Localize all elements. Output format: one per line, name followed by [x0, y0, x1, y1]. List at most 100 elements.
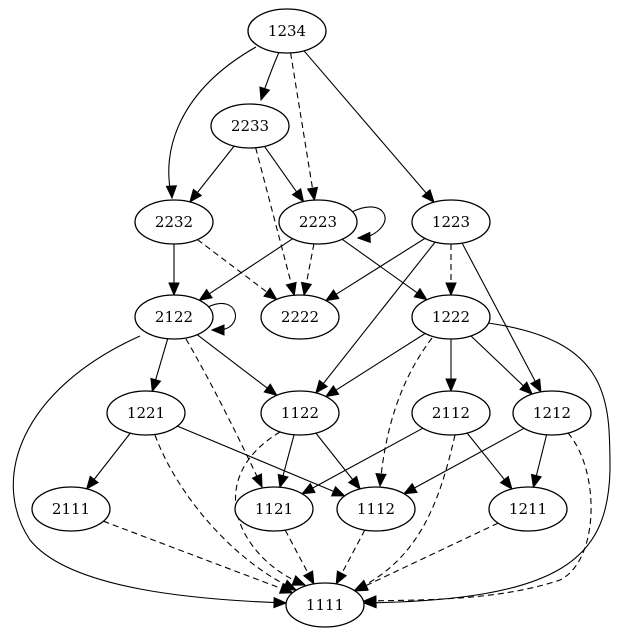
arrowhead	[302, 570, 315, 586]
arrowhead	[189, 188, 203, 203]
edge-1234-to-1223	[303, 50, 435, 204]
svg-text:1234: 1234	[268, 22, 306, 40]
arrowhead	[519, 381, 534, 396]
svg-text:2222: 2222	[281, 308, 319, 326]
edge-1222-to-1212	[470, 335, 534, 396]
edge-line	[207, 238, 294, 296]
edge-2223-to-2223	[351, 206, 386, 244]
edge-line	[207, 302, 237, 331]
svg-text:1222: 1222	[432, 308, 470, 326]
edge-line	[303, 50, 428, 195]
edge-2122-to-2122	[207, 302, 237, 336]
edge-line	[154, 434, 297, 591]
node-1111: 1111	[285, 582, 365, 628]
svg-text:2112: 2112	[432, 404, 470, 422]
node-2232: 2232	[134, 199, 214, 245]
node-1112: 1112	[336, 486, 416, 532]
node-2122: 2122	[134, 294, 214, 340]
edge-line	[290, 52, 314, 191]
edge-line	[340, 529, 366, 576]
svg-text:2232: 2232	[155, 213, 193, 231]
edge-2111-to-1111	[103, 520, 294, 594]
edge-line	[310, 427, 424, 490]
edge-line	[154, 338, 169, 382]
nodes-layer: 1234 2233 2232 2223 1223 2122 2222 1222 …	[31, 8, 592, 628]
edge-1234-to-2223	[290, 52, 319, 202]
edge-1222-to-1111	[362, 322, 611, 609]
edge-line	[103, 520, 284, 590]
arrowhead	[362, 595, 377, 607]
edge-line	[535, 434, 548, 478]
arrowhead	[291, 188, 305, 203]
edge-1121-to-1111	[284, 529, 315, 586]
arrowhead	[277, 473, 289, 489]
edge-1223-to-1212	[461, 242, 542, 394]
arrowhead	[278, 582, 294, 594]
arrowhead	[402, 482, 418, 495]
arrowhead	[499, 475, 513, 491]
edge-line	[334, 333, 426, 392]
edge-1223-to-1222	[445, 244, 457, 297]
edge-1222-to-1112	[375, 337, 433, 488]
arrowhead	[165, 185, 178, 200]
node-1212: 1212	[512, 390, 592, 436]
node-2233: 2233	[210, 103, 290, 149]
edge-line	[305, 243, 315, 286]
edge-2112-to-1121	[300, 427, 424, 495]
edge-1122-to-1121	[277, 434, 295, 489]
edge-line	[168, 46, 257, 199]
arrowhead	[335, 570, 348, 586]
arrowhead	[300, 482, 316, 495]
edge-2122-to-1111	[12, 335, 288, 609]
edge-1112-to-1111	[335, 529, 366, 586]
edge-line	[281, 434, 295, 478]
edge-line	[363, 522, 499, 588]
edges-layer	[12, 46, 611, 609]
edge-2112-to-1211	[466, 432, 513, 491]
edge-line	[412, 427, 525, 490]
edge-line	[315, 432, 355, 482]
edge-2233-to-2223	[264, 146, 305, 203]
arrowhead	[263, 287, 278, 301]
edge-1223-to-1122	[315, 241, 436, 394]
edge-1211-to-1111	[353, 522, 499, 592]
edge-1223-to-2222	[324, 237, 426, 302]
svg-text:1223: 1223	[432, 213, 470, 231]
edge-line	[461, 242, 537, 384]
edge-line	[195, 145, 235, 195]
edge-line	[466, 432, 507, 482]
svg-text:1112: 1112	[357, 500, 395, 518]
edge-1221-to-2111	[85, 432, 131, 490]
svg-text:2233: 2233	[231, 117, 269, 135]
svg-text:2223: 2223	[299, 213, 337, 231]
edge-line	[185, 338, 263, 488]
node-2111: 2111	[31, 486, 111, 532]
node-1234: 1234	[247, 8, 327, 54]
edge-line	[363, 432, 592, 602]
arrowhead	[300, 281, 313, 297]
arrowhead	[445, 282, 457, 297]
arrowhead	[273, 596, 288, 609]
edge-line	[264, 146, 299, 194]
edge-line	[470, 335, 526, 388]
node-2112: 2112	[411, 390, 491, 436]
edge-2122-to-1121	[185, 338, 263, 489]
edge-line	[354, 434, 456, 591]
arrowhead	[529, 378, 542, 394]
node-1211: 1211	[488, 486, 568, 532]
edge-1222-to-1122	[324, 333, 426, 398]
node-1223: 1223	[411, 199, 491, 245]
arrowhead	[259, 86, 271, 102]
edge-line	[92, 432, 131, 482]
edge-line	[196, 334, 270, 390]
arrowhead	[356, 231, 371, 244]
edge-1212-to-1111	[362, 432, 592, 607]
edge-line	[255, 147, 293, 286]
arrowhead	[150, 377, 162, 393]
svg-text:1111: 1111	[306, 596, 344, 614]
edge-1122-to-1112	[315, 432, 361, 490]
svg-text:1212: 1212	[533, 404, 571, 422]
edge-1222-to-2112	[445, 339, 457, 393]
arrowhead	[285, 281, 297, 297]
